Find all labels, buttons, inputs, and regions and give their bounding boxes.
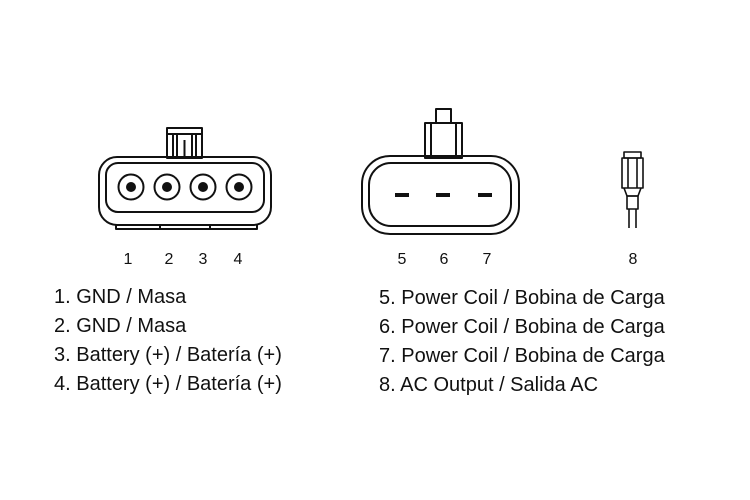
pin-slot-5: [395, 193, 409, 197]
pin-label-8: 8: [629, 251, 638, 268]
pin-legend-right: 5. Power Coil / Bobina de Carga 6. Power…: [379, 284, 665, 400]
three-pin-connector: [361, 108, 520, 235]
pin-label-6: 6: [440, 251, 449, 268]
pin-label-3: 3: [199, 251, 208, 268]
single-pin-terminal: [621, 151, 644, 228]
four-pin-flange: [115, 225, 258, 230]
pin-legend-left: 1. GND / Masa 2. GND / Masa 3. Battery (…: [54, 283, 282, 399]
pin-label-1: 1: [124, 251, 133, 268]
four-pin-shell-inner: [105, 162, 265, 213]
four-pin-connector: [98, 127, 272, 230]
legend-item-1: 1. GND / Masa: [54, 286, 187, 308]
pin-label-2: 2: [165, 251, 174, 268]
pin-slot-6: [436, 193, 450, 197]
three-pin-shell-outer: [361, 155, 520, 235]
four-pin-shell-outer: [98, 156, 272, 226]
pin-slot-7: [478, 193, 492, 197]
pin-socket-4: [225, 173, 253, 201]
pin-socket-1: [117, 173, 145, 201]
legend-item-2: 2. GND / Masa: [54, 315, 187, 337]
legend-item-7: 7. Power Coil / Bobina de Carga: [379, 345, 665, 367]
pin-socket-2: [153, 173, 181, 201]
legend-item-3: 3. Battery (+) / Batería (+): [54, 344, 282, 366]
legend-item-5: 5. Power Coil / Bobina de Carga: [379, 287, 665, 309]
three-pin-shell-inner: [368, 162, 512, 227]
legend-item-6: 6. Power Coil / Bobina de Carga: [379, 316, 665, 338]
legend-item-8: 8. AC Output / Salida AC: [379, 374, 599, 396]
pin-label-4: 4: [234, 251, 243, 268]
legend-item-4: 4. Battery (+) / Batería (+): [54, 373, 282, 395]
pin-label-5: 5: [398, 251, 407, 268]
pin-label-7: 7: [483, 251, 492, 268]
pin-socket-3: [189, 173, 217, 201]
